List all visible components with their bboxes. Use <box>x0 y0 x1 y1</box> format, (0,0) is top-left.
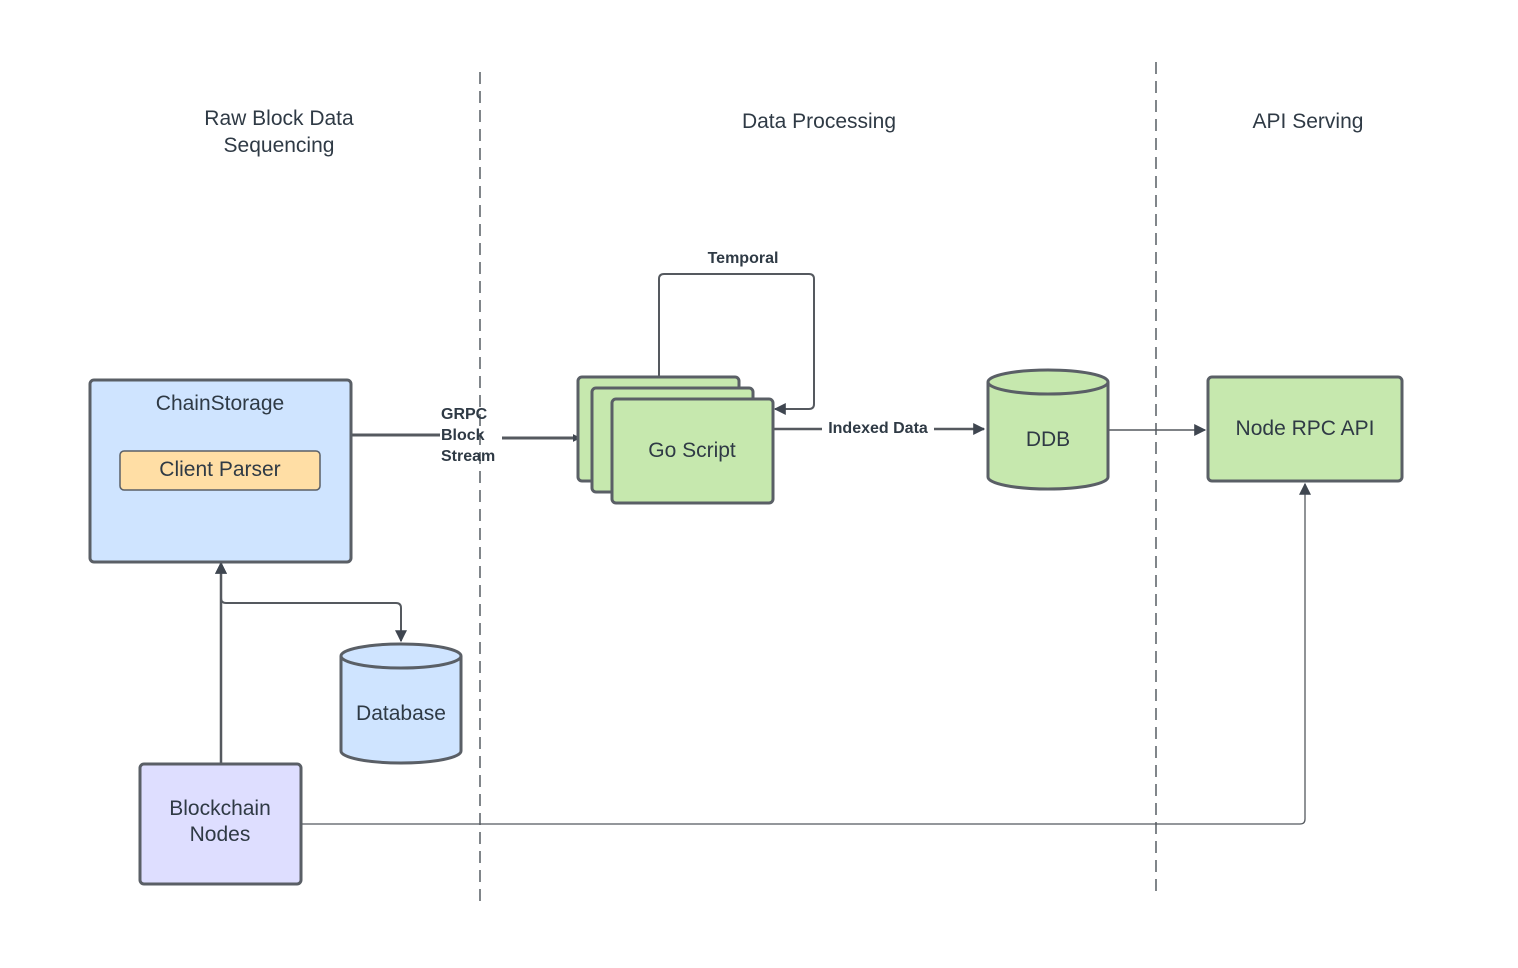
database-node: Database <box>339 642 463 765</box>
lane-title-processing: Data Processing <box>742 110 896 133</box>
ddb-top <box>986 368 1110 396</box>
database-label: Database <box>356 702 446 725</box>
node-rpc-api-label: Node RPC API <box>1236 417 1375 440</box>
database-top <box>339 642 463 670</box>
ddb-label: DDB <box>1026 428 1070 451</box>
go-script-box-front <box>610 397 775 505</box>
client-parser-label: Client Parser <box>159 458 280 481</box>
grpc-label-line2: Block <box>441 427 485 444</box>
blockchain-nodes-box <box>138 762 303 886</box>
edge-chainstorage-to-database <box>215 561 407 643</box>
chainstorage-label: ChainStorage <box>156 392 284 415</box>
ddb-body <box>986 382 1110 491</box>
grpc-label-line3: Stream <box>441 448 495 465</box>
grpc-label-line1: GRPC <box>441 406 488 423</box>
lane-title-api: API Serving <box>1253 110 1364 133</box>
lane-title-raw-line1: Raw Block Data <box>204 107 354 130</box>
chainstorage-node: ChainStorage Client Parser <box>88 378 353 564</box>
blockchain-nodes-node: Blockchain Nodes <box>138 762 303 886</box>
temporal-label: Temporal <box>708 250 779 267</box>
node-rpc-api-node: Node RPC API <box>1206 375 1404 483</box>
database-body <box>339 656 463 765</box>
lane-title-raw-line2: Sequencing <box>224 134 335 157</box>
edge-temporal-loop <box>658 273 815 415</box>
client-parser-box <box>119 450 321 491</box>
blockchain-nodes-label-line1: Blockchain <box>169 797 271 820</box>
ddb-node: DDB <box>986 368 1110 491</box>
node-rpc-api-box <box>1206 375 1404 483</box>
go-script-node: Go Script <box>576 375 775 505</box>
go-script-label: Go Script <box>648 439 736 462</box>
blockchain-nodes-label-line2: Nodes <box>190 823 251 846</box>
edge-nodes-to-api <box>302 482 1311 825</box>
indexed-data-label: Indexed Data <box>828 420 928 437</box>
